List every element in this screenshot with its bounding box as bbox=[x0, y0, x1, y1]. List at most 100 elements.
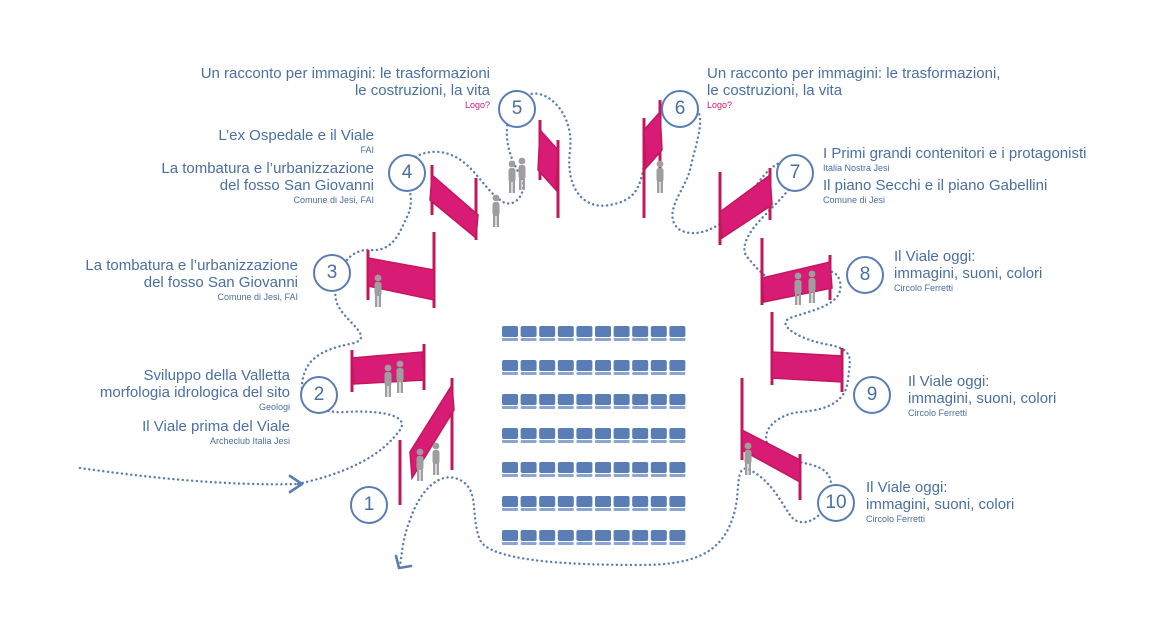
station-5-title-1: Un racconto per immagini: le trasformazi… bbox=[200, 65, 490, 82]
person-icon bbox=[794, 280, 802, 294]
chair bbox=[632, 462, 649, 473]
chair bbox=[632, 428, 649, 439]
person-icon bbox=[432, 450, 440, 464]
station-7-label-a: I Primi grandi contenitori e i protagoni… bbox=[823, 145, 1086, 173]
chair-seat bbox=[632, 406, 649, 409]
station-3-sub: Comune di Jesi, FAI bbox=[217, 291, 298, 302]
chair bbox=[576, 530, 593, 541]
chair bbox=[502, 530, 518, 541]
chair-seat bbox=[669, 542, 686, 545]
station-number-6: 6 bbox=[661, 90, 699, 128]
chair-seat bbox=[520, 338, 537, 341]
person-icon bbox=[374, 282, 382, 296]
chair bbox=[520, 326, 537, 337]
chair bbox=[539, 496, 556, 507]
chair bbox=[576, 394, 593, 405]
chair-seat bbox=[595, 508, 611, 511]
person-icon bbox=[795, 293, 798, 305]
chair-seat bbox=[650, 372, 667, 375]
chair-seat bbox=[632, 508, 649, 511]
chair-seat bbox=[557, 338, 574, 341]
chair bbox=[539, 428, 556, 439]
person-icon bbox=[433, 463, 436, 475]
chair bbox=[557, 462, 574, 473]
person-icon bbox=[808, 270, 816, 278]
chair bbox=[520, 530, 537, 541]
station-9-title-1: Il Viale oggi: bbox=[908, 373, 990, 390]
chair bbox=[669, 530, 686, 541]
chair bbox=[650, 530, 667, 541]
visitor-path bbox=[78, 92, 851, 570]
chair-seat bbox=[539, 474, 556, 477]
station-number-4: 4 bbox=[388, 154, 426, 192]
chair bbox=[613, 326, 630, 337]
chair bbox=[613, 360, 630, 371]
station-6-title-1: Un racconto per immagini: le trasformazi… bbox=[707, 65, 1001, 82]
station-2-title-b: Il Viale prima del Viale bbox=[142, 418, 290, 435]
chair bbox=[502, 428, 518, 439]
chair bbox=[595, 530, 611, 541]
person-icon bbox=[384, 364, 392, 372]
chair-seat bbox=[502, 406, 518, 409]
chair bbox=[669, 428, 686, 439]
station-number-3: 3 bbox=[313, 254, 351, 292]
chair bbox=[595, 394, 611, 405]
station-number-2: 2 bbox=[300, 376, 338, 414]
chair bbox=[613, 530, 630, 541]
chair-seat bbox=[595, 406, 611, 409]
entry-arrow-icon bbox=[288, 474, 304, 494]
person-icon bbox=[794, 272, 802, 280]
chair bbox=[576, 326, 593, 337]
chair-seat bbox=[595, 542, 611, 545]
chair bbox=[557, 530, 574, 541]
station-7-sub-b: Comune di Jesi bbox=[823, 194, 886, 205]
chair-seat bbox=[539, 542, 556, 545]
chair bbox=[520, 462, 537, 473]
person-icon bbox=[744, 442, 752, 450]
station-number-5: 5 bbox=[498, 90, 536, 128]
person-icon bbox=[745, 463, 748, 475]
chair-seat bbox=[557, 474, 574, 477]
chair-seat bbox=[632, 474, 649, 477]
exhibit-panel bbox=[367, 257, 435, 301]
person-icon bbox=[432, 442, 440, 450]
chair-seat bbox=[613, 542, 630, 545]
chair bbox=[557, 326, 574, 337]
station-2-sub-a: Geologi bbox=[258, 401, 290, 412]
person-icon bbox=[493, 215, 496, 227]
chair bbox=[595, 428, 611, 439]
chair-seat bbox=[613, 508, 630, 511]
person-icon bbox=[512, 181, 515, 193]
chair-seat bbox=[650, 440, 667, 443]
person-icon bbox=[509, 181, 512, 193]
chair bbox=[632, 326, 649, 337]
seating-area bbox=[502, 326, 686, 545]
exhibit-panel bbox=[719, 173, 773, 240]
station-4-label-a: L’ex Ospedale e il Viale FAI bbox=[218, 127, 374, 155]
person-icon bbox=[660, 181, 663, 193]
chair bbox=[650, 394, 667, 405]
exhibit-panel bbox=[537, 128, 559, 192]
person-icon bbox=[378, 295, 381, 307]
chair-seat bbox=[502, 474, 518, 477]
chair bbox=[669, 394, 686, 405]
chair bbox=[557, 394, 574, 405]
chair-seat bbox=[576, 440, 593, 443]
station-4-label-b: La tombatura e l’urbanizzazione del foss… bbox=[161, 160, 374, 205]
chair bbox=[576, 360, 593, 371]
chair-seat bbox=[502, 508, 518, 511]
chair bbox=[650, 496, 667, 507]
chair-seat bbox=[595, 338, 611, 341]
chair-seat bbox=[669, 508, 686, 511]
station-8-label: Il Viale oggi: immagini, suoni, colori C… bbox=[894, 248, 1042, 293]
station-2-label-b: Il Viale prima del Viale Archeclub Itali… bbox=[142, 418, 290, 446]
chair bbox=[539, 394, 556, 405]
person-icon bbox=[656, 168, 664, 182]
chair-seat bbox=[576, 406, 593, 409]
chair-seat bbox=[669, 372, 686, 375]
chair-seat bbox=[632, 542, 649, 545]
chair-seat bbox=[576, 474, 593, 477]
chair-seat bbox=[557, 440, 574, 443]
exit-arrow-icon bbox=[394, 554, 413, 570]
